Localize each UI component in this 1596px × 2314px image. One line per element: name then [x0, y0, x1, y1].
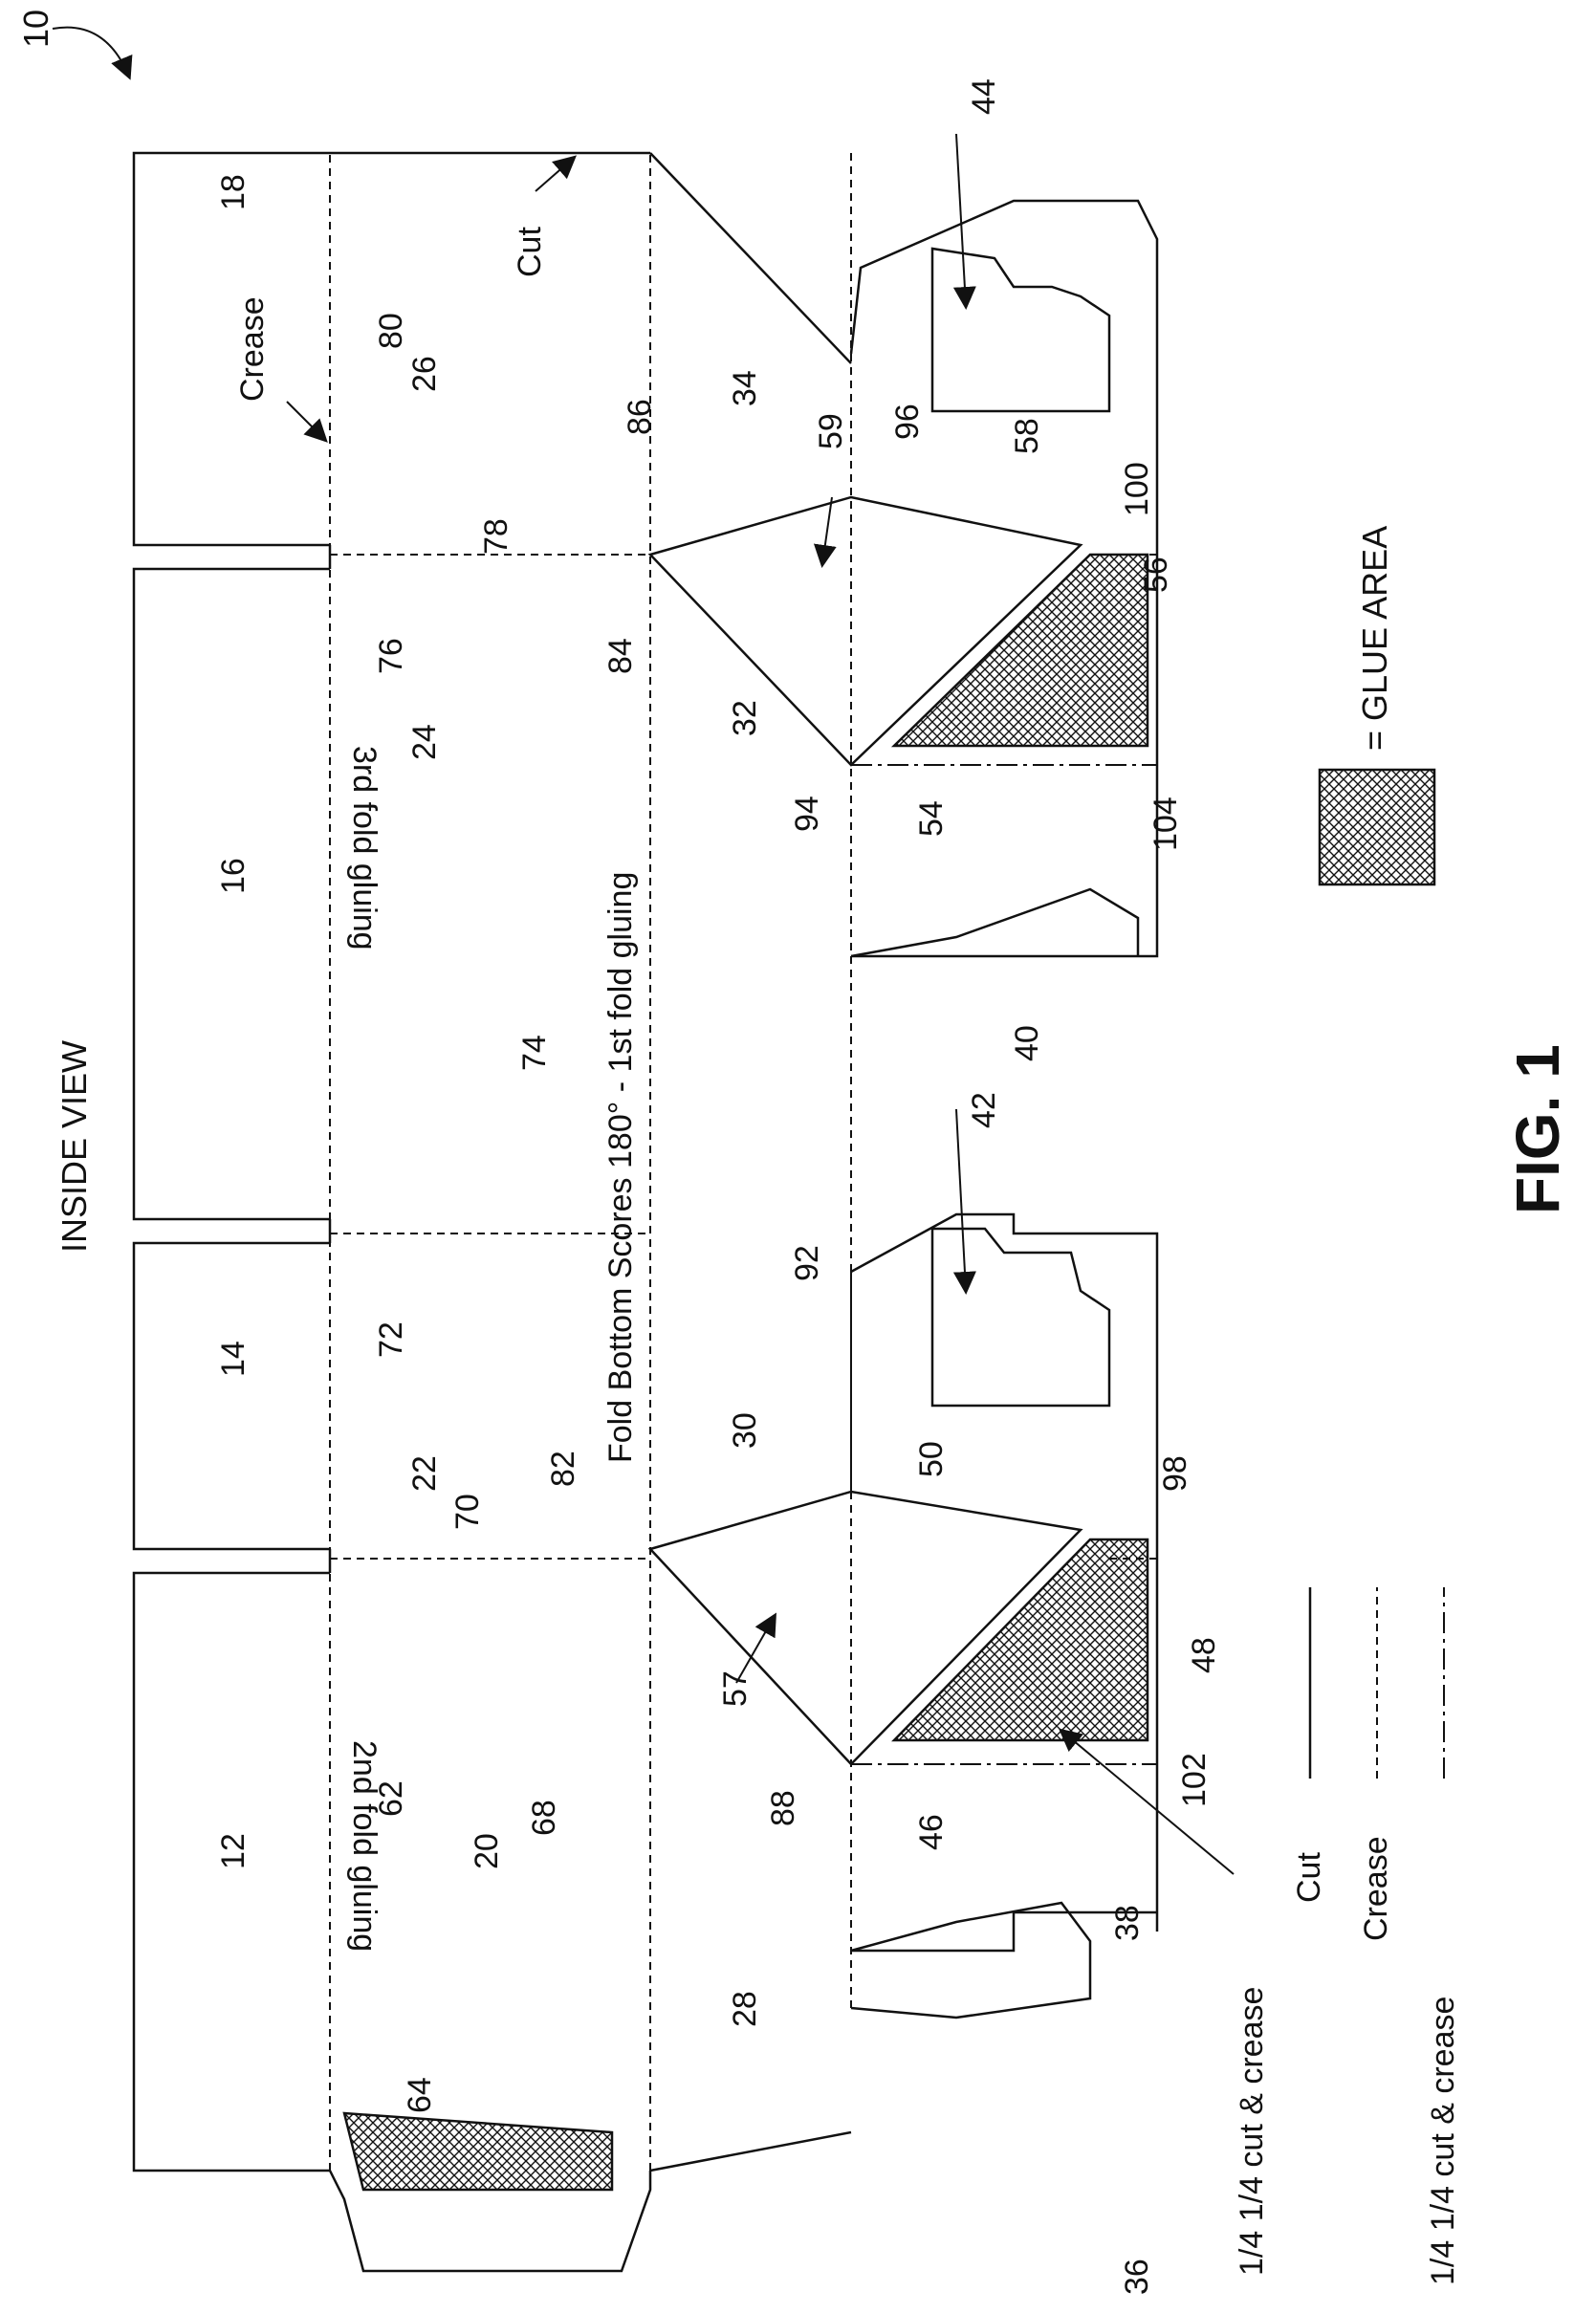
panel-number-32: 32: [727, 700, 763, 736]
ref-number-64: 64: [402, 2077, 438, 2113]
arrow-10: [53, 28, 129, 76]
ref-number-78: 78: [478, 518, 514, 555]
panel-number-34: 34: [727, 370, 763, 406]
panel-number-42: 42: [966, 1092, 1002, 1128]
legend-glue-label: = GLUE AREA: [1355, 526, 1394, 751]
panel-number-20: 20: [469, 1833, 505, 1869]
ref-number-102: 102: [1176, 1753, 1213, 1807]
glue-area-56: [894, 555, 1148, 746]
panel-number-40: 40: [1009, 1025, 1045, 1061]
tab-40: [851, 889, 1138, 956]
panel-18-outline: [134, 153, 330, 545]
ref-number-98: 98: [1157, 1455, 1193, 1492]
panel-number-12: 12: [215, 1833, 251, 1869]
panel-12-outline: [134, 1573, 330, 2171]
legend-glue-swatch: [1320, 770, 1434, 884]
ref-number-57: 57: [717, 1670, 754, 1707]
glue-area-36: [344, 2113, 612, 2190]
ref-number-100: 100: [1119, 462, 1155, 516]
annotation-second-fold: 2nd fold gluing: [346, 1740, 383, 1952]
panel-number-46: 46: [913, 1814, 950, 1850]
ref-number-72: 72: [373, 1321, 409, 1358]
ref-number-84: 84: [602, 638, 639, 674]
panel-number-58: 58: [1009, 418, 1045, 454]
view-title: INSIDE VIEW: [55, 1040, 94, 1253]
legend-crease-label: Crease: [1358, 1836, 1394, 1941]
arrow-cut: [536, 158, 574, 191]
ref-number-82: 82: [545, 1451, 581, 1487]
ref-number-96: 96: [889, 404, 926, 440]
ref-10-label: 10: [16, 10, 55, 48]
ref-number-76: 76: [373, 638, 409, 674]
panel-number-24: 24: [406, 724, 443, 760]
ref-number-92: 92: [789, 1245, 825, 1281]
outer-top-diag: [650, 153, 851, 363]
ref-number-62: 62: [373, 1780, 409, 1817]
ref-number-94: 94: [789, 796, 825, 832]
ref-number-59: 59: [813, 413, 849, 449]
hole-44: [932, 249, 1109, 411]
ref-number-80: 80: [373, 313, 409, 349]
ref-number-56: 56: [1138, 557, 1174, 593]
panel-number-44: 44: [966, 78, 1002, 115]
ref-number-88: 88: [765, 1790, 801, 1826]
legend-cutcrease-label: 1/4 1/4 cut & crease: [1425, 1997, 1461, 2285]
panel-number-38: 38: [1109, 1905, 1146, 1941]
figure-label: FIG. 1: [1503, 1044, 1572, 1214]
outer-left-edge: [650, 2132, 851, 2171]
ref-number-74: 74: [516, 1035, 553, 1071]
arrow-44: [956, 134, 966, 306]
panel-number-50: 50: [913, 1441, 950, 1477]
ref-number-86: 86: [622, 399, 658, 435]
annotation-third-fold: 3rd fold gluing: [346, 746, 383, 950]
ref-number-48: 48: [1186, 1637, 1222, 1673]
annotation-fold-bottom: Fold Bottom Scores 180° - 1st fold gluin…: [602, 872, 639, 1463]
glue-area-48: [894, 1539, 1148, 1740]
arrow-42: [956, 1109, 966, 1291]
arrow-59: [822, 497, 832, 564]
hole-42: [932, 1229, 1109, 1406]
panel-number-26: 26: [406, 356, 443, 392]
panel-number-18: 18: [215, 174, 251, 210]
ref-number-104: 104: [1148, 797, 1184, 851]
ref-number-70: 70: [449, 1494, 486, 1530]
panel-number-30: 30: [727, 1412, 763, 1449]
legend-cut-label: Cut: [1291, 1852, 1327, 1903]
annotation-cut: Cut: [512, 227, 548, 277]
panel-number-36: 36: [1119, 2259, 1155, 2295]
panel-number-22: 22: [406, 1455, 443, 1492]
tab-38: [851, 1903, 1090, 2018]
annotation-crease: Crease: [234, 296, 271, 402]
panel-number-16: 16: [215, 858, 251, 894]
panel-14-outline: [134, 1243, 330, 1549]
ref-number-68: 68: [526, 1800, 562, 1836]
annotation-quarter-cut: 1/4 1/4 cut & crease: [1234, 1987, 1270, 2276]
arrow-crease: [287, 402, 325, 440]
panel-number-14: 14: [215, 1341, 251, 1377]
panel-number-28: 28: [727, 1991, 763, 2027]
panel-number-54: 54: [913, 800, 950, 837]
